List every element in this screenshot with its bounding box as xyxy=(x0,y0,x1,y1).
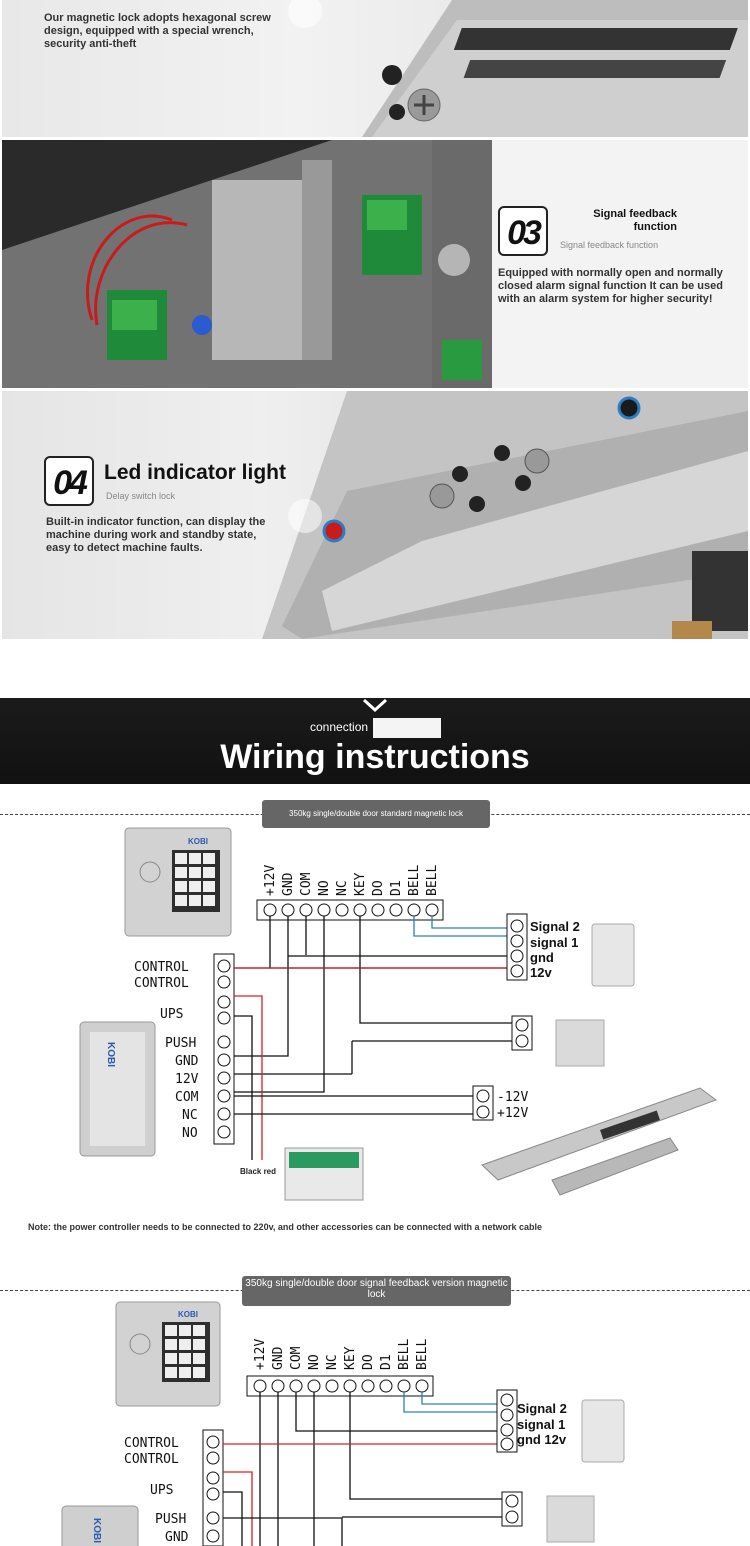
terminal-label: KEY xyxy=(353,872,368,896)
terminal-label: NO xyxy=(307,1354,322,1370)
terminal-label: NC xyxy=(335,880,350,896)
screw-description: Our magnetic lock adopts hexagonal screw… xyxy=(44,12,271,50)
terminal-label: KEY xyxy=(343,1346,358,1370)
controller-label: NC xyxy=(182,1108,198,1123)
signal-text-bg xyxy=(492,140,748,388)
diagram1-label: 350kg single/double door standard magnet… xyxy=(262,800,490,828)
magnetic-lock-device xyxy=(481,1087,718,1196)
controller-label: 12V xyxy=(175,1072,199,1087)
circuit-board-photo xyxy=(2,140,492,388)
keypad-device xyxy=(115,1301,221,1407)
exit-button-device xyxy=(555,1019,605,1067)
signal-title: Signal feedback function xyxy=(593,208,677,233)
alarm-device xyxy=(591,923,635,987)
terminal-label: COM xyxy=(299,872,314,896)
feature-panel-screw: Our magnetic lock adopts hexagonal screw… xyxy=(2,0,748,137)
play-icon[interactable] xyxy=(438,244,470,276)
terminal-label: BELL xyxy=(407,865,422,896)
terminal-label: DO xyxy=(371,880,386,896)
terminal-label: NO xyxy=(317,880,332,896)
signal-terminal xyxy=(496,1389,518,1453)
terminal-label: BELL xyxy=(415,1339,430,1370)
banner-small-label: connection xyxy=(310,720,369,734)
wiring-banner: connection Wiring instructions xyxy=(0,698,750,784)
exit-button-terminal xyxy=(501,1491,523,1527)
feature-number-03: 03 xyxy=(498,206,548,256)
keypad-brand: KOBI xyxy=(178,1310,198,1319)
controller-brand: KOBI xyxy=(105,1042,116,1067)
wiring-diagram-1: KOBI +12V GND COM NO NC KEY DO D1 BELL B… xyxy=(79,827,718,1201)
signal-label: signal 1 xyxy=(517,1417,565,1432)
signal-terminal xyxy=(506,913,528,981)
controller-label: PUSH xyxy=(155,1512,186,1527)
play-icon[interactable] xyxy=(288,499,322,533)
terminal-label: +12V xyxy=(253,1339,268,1370)
wiring-note: Note: the power controller needs to be c… xyxy=(28,1222,542,1232)
controller-label: CONTROL xyxy=(134,976,189,991)
exit-button-device xyxy=(546,1495,595,1543)
controller-terminal-block xyxy=(202,1429,224,1546)
terminal-label: +12V xyxy=(263,865,278,896)
controller-label: CONTROL xyxy=(124,1436,179,1451)
controller-label: GND xyxy=(165,1530,189,1545)
chevron-down-icon xyxy=(362,698,388,712)
led-description: Built-in indicator function, can display… xyxy=(46,516,266,554)
terminal-label: GND xyxy=(271,1346,286,1370)
led-title: Led indicator light xyxy=(104,461,286,484)
terminal-label: BELL xyxy=(425,865,440,896)
controller-label: GND xyxy=(175,1054,199,1069)
power-controller-device xyxy=(79,1021,156,1157)
feature-number-04: 04 xyxy=(44,456,94,506)
lock-photo-screw xyxy=(362,0,748,137)
signal-label: gnd xyxy=(530,950,554,965)
battery-label: Black red xyxy=(240,1167,276,1176)
signal-label: Signal 2 xyxy=(517,1401,567,1416)
signal-description: Equipped with normally open and normally… xyxy=(498,267,723,305)
battery-device xyxy=(284,1147,364,1201)
banner-title: Wiring instructions xyxy=(220,738,530,776)
controller-label: PUSH xyxy=(165,1036,196,1051)
keypad-device xyxy=(124,827,232,937)
alarm-device xyxy=(581,1399,625,1463)
terminal-label: GND xyxy=(281,872,296,896)
exit-button-terminal xyxy=(511,1015,533,1051)
terminal-label: NC xyxy=(325,1354,340,1370)
diagram2-label: 350kg single/double door signal feedback… xyxy=(242,1276,511,1306)
controller-label: CONTROL xyxy=(124,1452,179,1467)
controller-label: COM xyxy=(175,1090,199,1105)
controller-label: UPS xyxy=(160,1007,183,1022)
signal-subtitle: Signal feedback function xyxy=(560,240,659,250)
terminal-strip xyxy=(246,1375,434,1397)
terminal-label: D1 xyxy=(379,1354,394,1370)
lock-label: +12V xyxy=(497,1106,528,1121)
terminal-label: DO xyxy=(361,1354,376,1370)
controller-terminal-block xyxy=(213,953,235,1145)
banner-label-box xyxy=(373,718,441,738)
terminal-label: D1 xyxy=(389,880,404,896)
lock-label: -12V xyxy=(497,1090,528,1105)
power-controller-device xyxy=(61,1505,139,1546)
feature-panel-signal: 03 Signal feedback function Signal feedb… xyxy=(2,140,748,388)
terminal-label: COM xyxy=(289,1346,304,1370)
signal-label: gnd 12v xyxy=(517,1432,567,1447)
keypad-brand: KOBI xyxy=(188,837,208,846)
terminal-strip xyxy=(256,899,444,921)
feature-panel-led: 04 Led indicator light Delay switch lock… xyxy=(2,391,748,639)
lock-terminal xyxy=(472,1085,494,1121)
terminal-label: BELL xyxy=(397,1339,412,1370)
signal-label: 12v xyxy=(530,965,552,980)
led-subtitle: Delay switch lock xyxy=(106,491,176,501)
controller-label: UPS xyxy=(150,1483,173,1498)
controller-label: NO xyxy=(182,1126,198,1141)
signal-label: signal 1 xyxy=(530,935,578,950)
controller-brand: KOBI xyxy=(91,1518,102,1543)
lock-photo-led xyxy=(262,391,748,639)
signal-label: Signal 2 xyxy=(530,919,580,934)
play-icon[interactable] xyxy=(288,0,322,28)
wiring-diagram-2: KOBI +12V GND COM NO NC KEY DO D1 BELL B… xyxy=(61,1301,625,1546)
controller-label: CONTROL xyxy=(134,960,189,975)
